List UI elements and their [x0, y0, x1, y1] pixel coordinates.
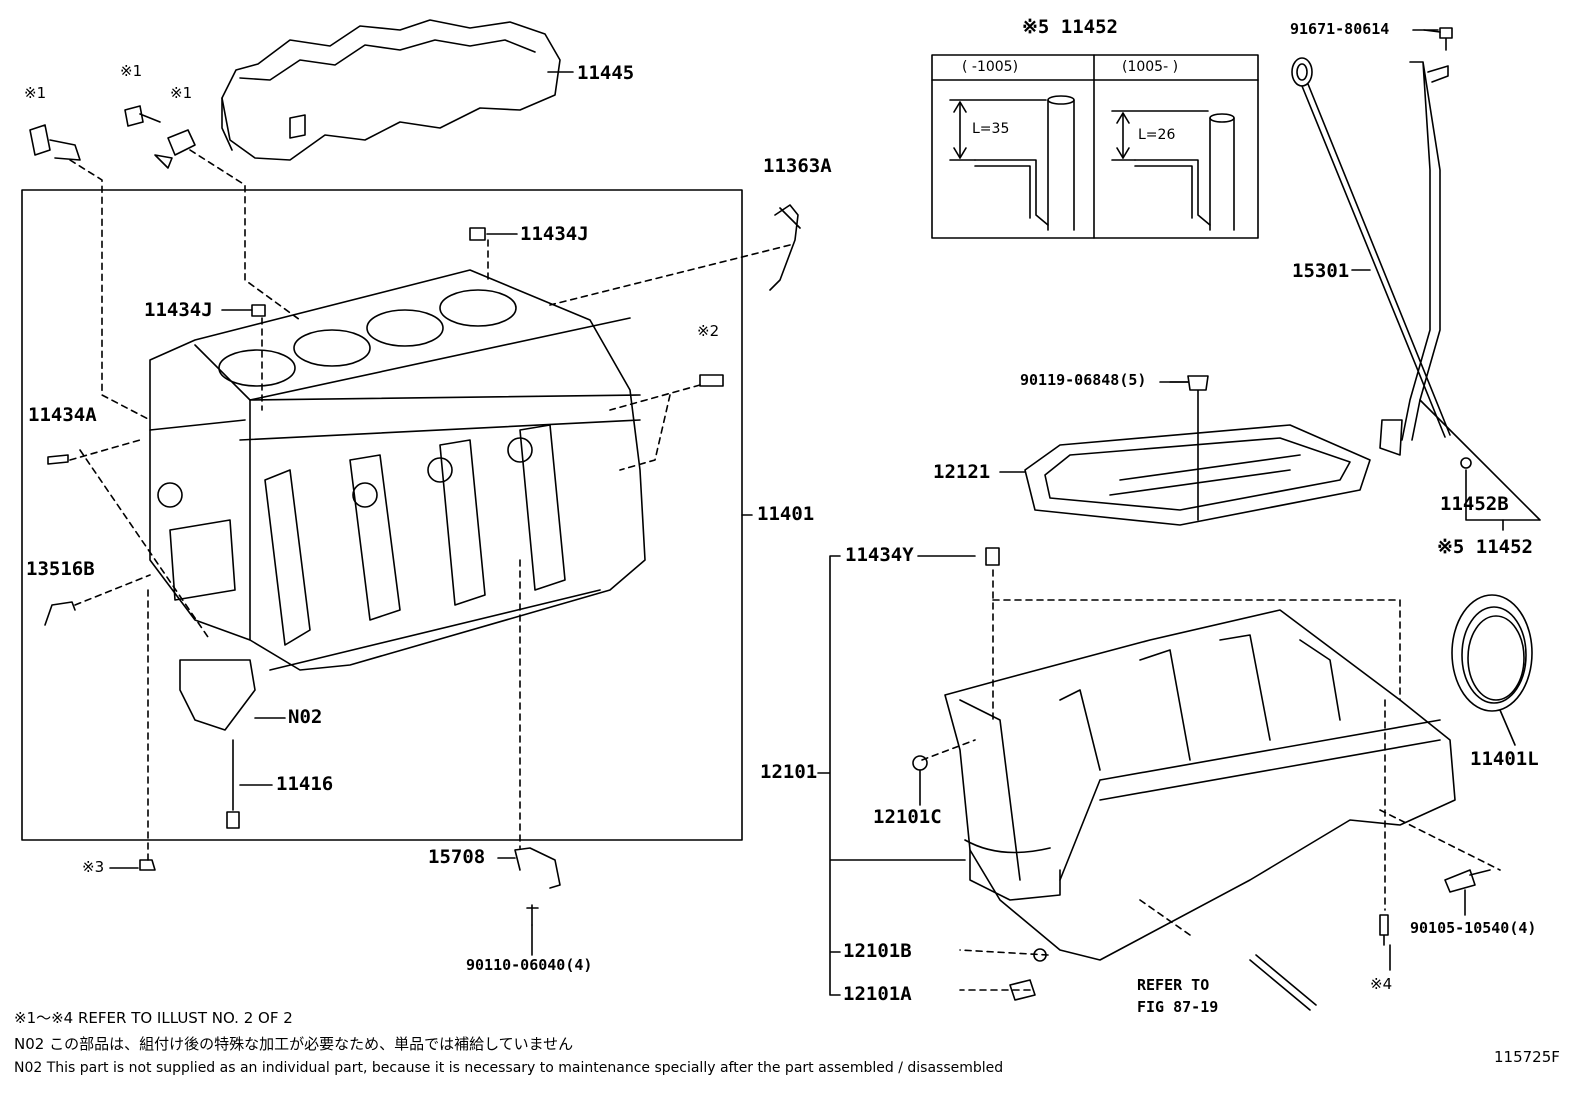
label-90119-06848: 90119-06848(5) — [1020, 371, 1147, 389]
oil-pan-12101 — [912, 609, 1491, 1011]
label-91671-80614: 91671-80614 — [1290, 20, 1390, 38]
note-n02-jp: N02 この部品は、組付け後の特殊な加工が必要なため、単品では補給していません — [14, 1035, 574, 1053]
mark-ref-2: ※2 — [697, 322, 720, 340]
label-11452-top: ※5 11452 — [1022, 16, 1118, 38]
label-13516b: 13516B — [26, 558, 95, 580]
label-12101b: 12101B — [843, 940, 912, 962]
label-11401l: 11401L — [1470, 748, 1539, 770]
label-12101: 12101 — [760, 761, 818, 783]
dipstick-guide-11452 — [1379, 27, 1541, 521]
mark-ref-1b: ※1 — [120, 62, 143, 80]
leader-lines-right — [817, 29, 1504, 996]
inset-col-left: ( -1005) — [962, 59, 1019, 75]
label-11434j-top: 11434J — [520, 223, 589, 245]
engine-cover-11445 — [221, 19, 561, 161]
dashed-leaders-right — [921, 569, 1501, 991]
label-11434j-left: 11434J — [144, 299, 213, 321]
oil-seal-11401l — [1451, 594, 1533, 746]
mark-ref-1c: ※1 — [170, 84, 193, 102]
inset-length-right: L=26 — [1138, 127, 1176, 143]
label-11434a: 11434A — [28, 404, 97, 426]
leader-lines — [109, 71, 753, 956]
label-12121: 12121 — [933, 461, 991, 483]
mark-ref-1a: ※1 — [24, 84, 47, 102]
label-fig-ref: FIG 87-19 — [1137, 998, 1219, 1016]
sensor-parts — [29, 105, 801, 926]
label-11363a: 11363A — [763, 155, 832, 177]
label-11452b: 11452B — [1440, 493, 1509, 515]
label-11434y: 11434Y — [845, 544, 914, 566]
note-n02-en: N02 This part is not supplied as an indi… — [14, 1060, 1004, 1076]
block-frame — [21, 189, 743, 841]
label-12101c: 12101C — [873, 806, 942, 828]
label-90110-06040: 90110-06040(4) — [466, 956, 593, 974]
label-11401: 11401 — [757, 503, 815, 525]
label-15301: 15301 — [1292, 260, 1350, 282]
dowel-pin-11434y — [985, 547, 1000, 566]
cylinder-block-11401 — [149, 269, 646, 671]
figure-number: 115725F — [1494, 1048, 1560, 1066]
inset-length-left: L=35 — [972, 121, 1010, 137]
label-n02: N02 — [288, 706, 323, 728]
baffle-plate-12121 — [1024, 375, 1371, 526]
label-11416: 11416 — [276, 773, 334, 795]
label-90105-10540: 90105-10540(4) — [1410, 919, 1537, 937]
label-12101a: 12101A — [843, 983, 912, 1005]
label-15708: 15708 — [428, 846, 486, 868]
mark-ref-4: ※4 — [1370, 975, 1393, 993]
mark-ref-3: ※3 — [82, 858, 105, 876]
dashed-leaders-left — [69, 149, 791, 861]
label-11445: 11445 — [577, 62, 635, 84]
inset-col-right: (1005- ) — [1122, 59, 1179, 75]
inset-box — [931, 54, 1259, 239]
label-11452-bottom: ※5 11452 — [1437, 536, 1533, 558]
label-refer-to: REFER TO — [1137, 976, 1210, 994]
note-ref-illust: ※1～※4 REFER TO ILLUST NO. 2 OF 2 — [14, 1009, 293, 1027]
